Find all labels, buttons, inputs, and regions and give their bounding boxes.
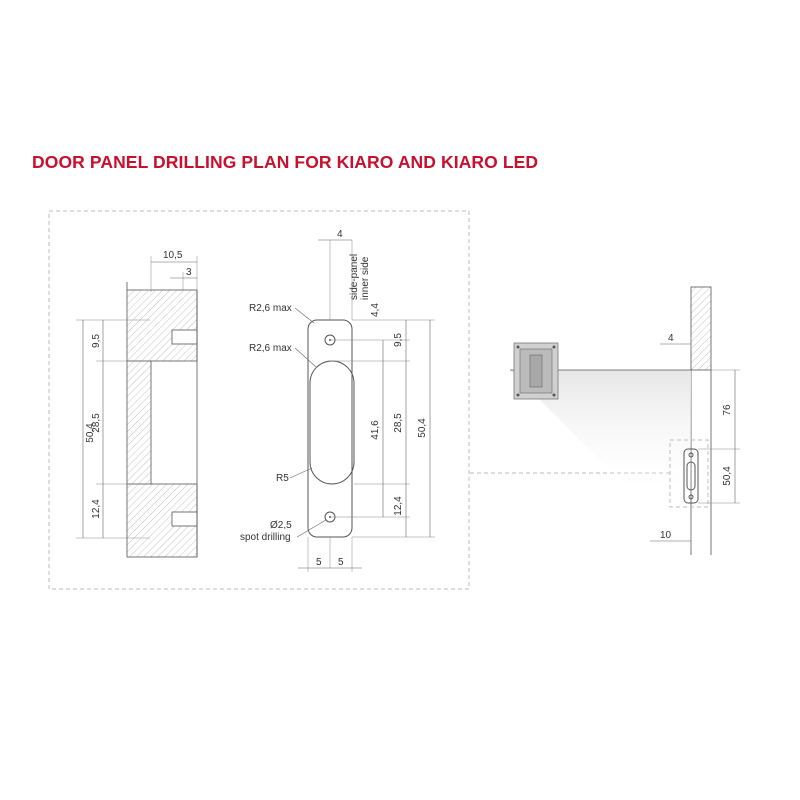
left-dim-top-width: 10,5 (163, 250, 183, 261)
center-dim-total: 50,4 (417, 418, 428, 438)
center-dim-side-offset: 4,4 (370, 303, 381, 317)
cabinet-panel-hatch (690, 286, 712, 371)
left-dim-middle: 28,5 (91, 413, 102, 433)
hinge-icon (513, 342, 559, 400)
panel-hatch-top (126, 289, 198, 362)
right-dim-bottom: 10 (660, 530, 672, 541)
center-dim-offset-top: 4 (337, 229, 343, 240)
small-strike-plate (683, 448, 699, 504)
center-dim-slot: 41,6 (370, 420, 381, 440)
left-dim-lower: 12,4 (91, 499, 102, 519)
side-panel-label: side-panel (349, 254, 360, 300)
center-dim-bottom-left: 5 (316, 557, 322, 568)
detail-frame (48, 210, 470, 590)
strike-plate-outline (307, 319, 353, 538)
panel-notch-top (171, 329, 198, 345)
left-dim-upper: 9,5 (91, 334, 102, 348)
right-dim-gap: 4 (668, 333, 674, 344)
center-front-view: 4 side-panel inner side 4,4 R2,6 max R2,… (240, 229, 435, 572)
panel-hatch-left-strip (126, 360, 152, 485)
left-dim-top-small: 3 (186, 267, 192, 278)
page-title: DOOR PANEL DRILLING PLAN FOR KIARO AND K… (32, 152, 539, 172)
center-dim-middle: 28,5 (393, 413, 404, 433)
radius-r5-label: R5 (276, 473, 289, 484)
center-dim-bottom-right: 5 (338, 557, 344, 568)
panel-notch-bottom (171, 511, 198, 527)
strike-slot-outline (309, 360, 355, 485)
left-dim-total: 50,4 (85, 423, 96, 443)
right-dim-length: 50,4 (722, 466, 733, 486)
spot-drilling-label: spot drilling (240, 532, 291, 543)
center-dim-upper: 9,5 (393, 333, 404, 347)
right-dim-height: 76 (722, 404, 733, 416)
strike-detail-frame (669, 439, 709, 508)
door-shading (510, 370, 691, 500)
inner-side-label: inner side (360, 256, 371, 300)
hole-diameter-label: Ø2,5 (270, 520, 292, 531)
radius-slot-label: R2,6 max (249, 343, 292, 354)
radius-top-label: R2,6 max (249, 303, 292, 314)
right-assembly-view: 4 76 50,4 10 (510, 286, 740, 555)
left-section-view: 10,5 3 50,4 9,5 28,5 12,4 (76, 250, 198, 558)
center-dim-lower: 12,4 (393, 496, 404, 516)
